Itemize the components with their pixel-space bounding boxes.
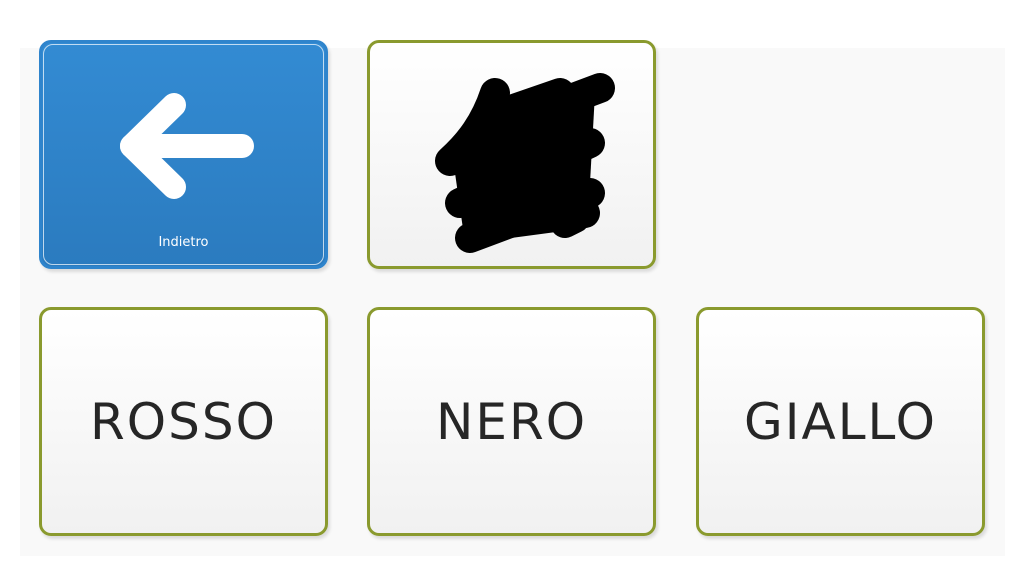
word-label: ROSSO: [90, 392, 277, 451]
black-scribble-icon: [435, 73, 615, 253]
black-symbol-tile[interactable]: [367, 40, 656, 269]
word-label: GIALLO: [744, 392, 937, 451]
word-tile-rosso[interactable]: ROSSO: [39, 307, 328, 536]
word-tile-giallo[interactable]: GIALLO: [696, 307, 985, 536]
arrow-left-icon: [120, 93, 254, 199]
word-label: NERO: [435, 392, 588, 451]
back-button-label: Indietro: [158, 235, 209, 250]
word-tile-nero[interactable]: NERO: [367, 307, 656, 536]
back-button-inner-border: [43, 44, 324, 265]
back-button[interactable]: Indietro: [39, 40, 328, 269]
